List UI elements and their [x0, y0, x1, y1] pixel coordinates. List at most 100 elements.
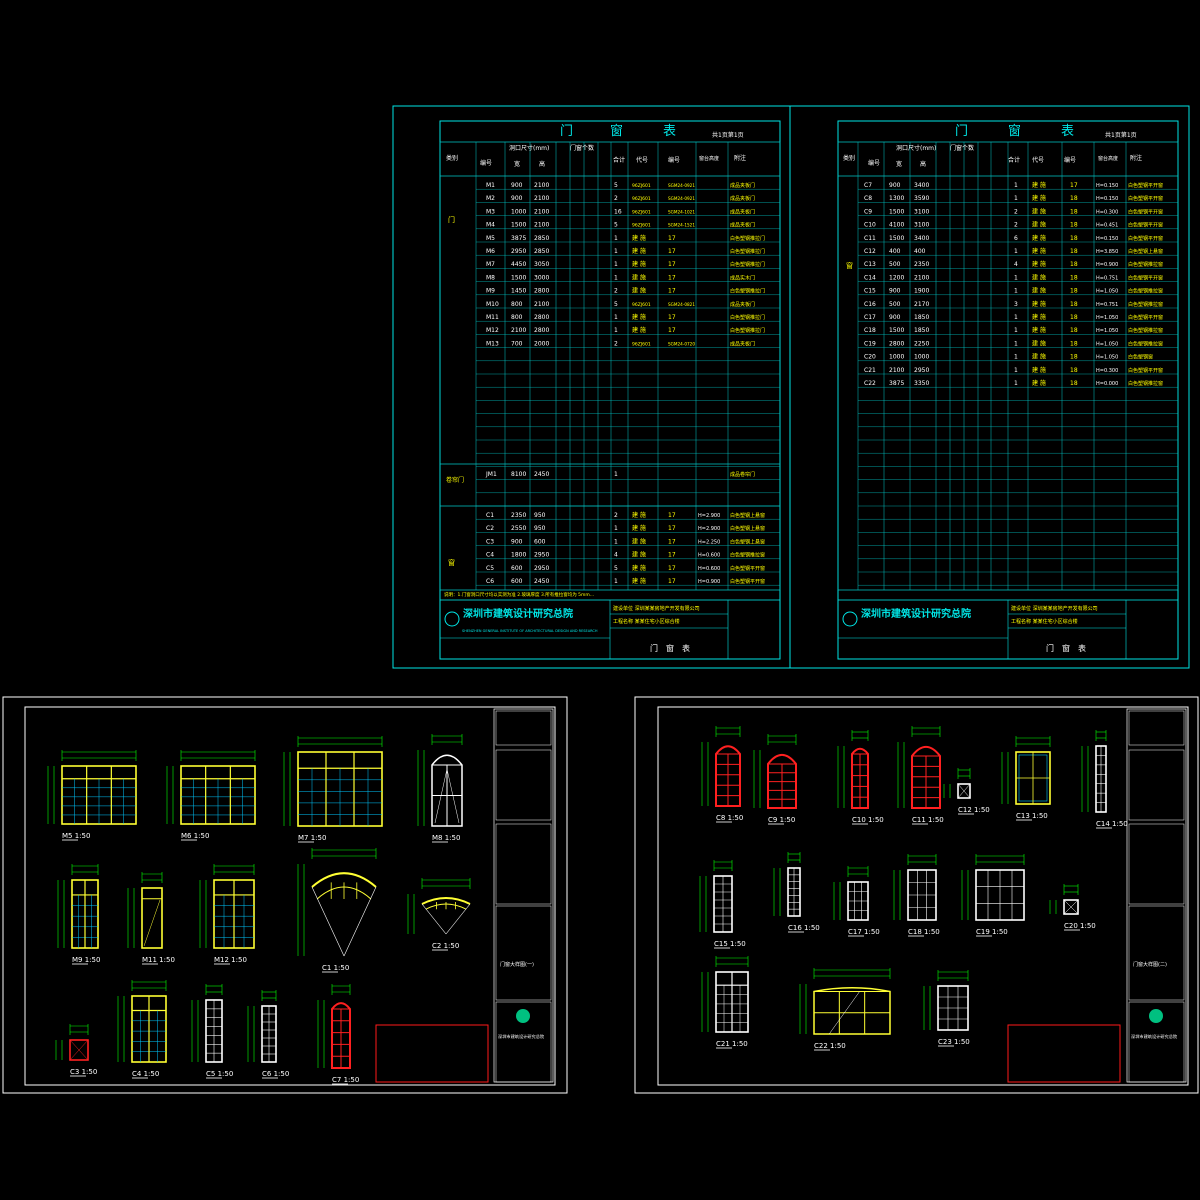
cell-sill: H=0.150 — [1096, 236, 1118, 242]
cell-total: 2 — [1014, 222, 1018, 229]
cell-note: 白色塑钢推拉门 — [730, 248, 765, 255]
cell-width: 1500 — [511, 274, 526, 281]
cell-note: 白色塑钢推拉窗 — [1128, 327, 1163, 334]
elevation-c18: C18 1:50 — [893, 854, 940, 937]
cell-total: 1 — [1014, 314, 1018, 321]
cell-note: 白色塑钢上悬窗 — [730, 512, 765, 519]
elevation-c5: C5 1:50 — [191, 984, 233, 1079]
elevation-c2: C2 1:50 — [407, 878, 471, 951]
elevation-c14: C14 1:50 — [1081, 730, 1128, 829]
cell-note: 白色塑钢平开窗 — [730, 565, 765, 572]
cell-serial: SGM24-0921 — [668, 196, 695, 201]
cell-note: 白色塑钢推拉门 — [730, 261, 765, 268]
cell-height: 2950 — [534, 552, 549, 559]
cell-height: 2950 — [534, 565, 549, 572]
cell-total: 1 — [1014, 327, 1018, 334]
cell-total: 1 — [1014, 380, 1018, 387]
header-category: 类别 — [446, 154, 458, 162]
cell-total: 1 — [614, 274, 618, 281]
elevation-label: C9 1:50 — [768, 816, 795, 824]
company-logo-icon — [1149, 1009, 1163, 1023]
group-label-door: 门 — [448, 215, 455, 224]
cell-note: 白色塑钢平开窗 — [1128, 314, 1163, 321]
cell-total: 4 — [1014, 261, 1018, 268]
header-total: 合计 — [1008, 156, 1020, 164]
cell-height: 2100 — [534, 182, 549, 189]
cell-total: 1 — [1014, 195, 1018, 202]
cell-sill: H=0.600 — [698, 553, 720, 559]
cell-note: 成品夹板门 — [730, 182, 755, 189]
cell-serial: SGM24-0720 — [668, 341, 695, 346]
cell-width: 500 — [889, 301, 901, 308]
cell-height: 3350 — [914, 380, 929, 387]
cell-width: 3875 — [511, 235, 526, 242]
cell-height: 2100 — [534, 208, 549, 215]
cell-width: 1300 — [889, 195, 904, 202]
elevation-c22: C22 1:50 — [799, 968, 891, 1051]
cell-ref: 96ZJ601 — [632, 196, 651, 202]
cell-code: C20 — [864, 354, 876, 361]
cell-note: 白色塑钢平开窗 — [1128, 235, 1163, 242]
cell-serial: 18 — [1070, 208, 1078, 215]
schedule1-client: 建设单位 深圳某某房地产开发有限公司 — [613, 605, 700, 612]
cell-total: 2 — [1014, 208, 1018, 215]
cell-width: 1450 — [511, 288, 526, 295]
cell-total: 1 — [614, 248, 618, 255]
cell-serial: 18 — [1070, 367, 1078, 374]
cell-ref: 建 施 — [632, 537, 646, 545]
cell-note: 白色塑钢平开窗 — [1128, 195, 1163, 202]
detail2-inner-frame — [657, 706, 1189, 1086]
cell-sill: H=1.050 — [1096, 328, 1118, 334]
cell-total: 1 — [614, 538, 618, 545]
cell-sill: H=0.600 — [698, 566, 720, 572]
header-code-ref: 代号 — [636, 156, 648, 164]
cell-sill: H=2.250 — [698, 539, 720, 545]
elevation-label: C6 1:50 — [262, 1070, 289, 1078]
cell-width: 900 — [889, 288, 901, 295]
cell-serial: SGM24-1521 — [668, 223, 695, 228]
cell-ref: 建 施 — [632, 577, 646, 585]
cell-ref: 建 施 — [1032, 260, 1046, 268]
cell-code: M10 — [486, 301, 499, 308]
cell-note: 白色塑钢推拉窗 — [1128, 301, 1163, 308]
schedule2-headers: 类别 编号 洞口尺寸(mm) 宽 高 门窗个数 合计 代号 编号 窗台高度 附注 — [843, 144, 1142, 168]
cell-height: 2450 — [534, 471, 549, 478]
cell-serial: 18 — [1070, 261, 1078, 268]
detail1-drawing-name: 门窗大样图(一) — [500, 961, 534, 968]
cell-note: 白色塑钢推拉门 — [730, 314, 765, 321]
elevation-c9: C9 1:50 — [753, 734, 797, 825]
cell-ref: 建 施 — [1032, 234, 1046, 242]
cell-ref: 建 施 — [632, 326, 646, 334]
elevation-c21: C21 1:50 — [701, 956, 749, 1049]
schedule1-headers: 类别 编号 洞口尺寸(mm) 宽 高 门窗个数 合计 代号 编号 窗台高度 附注 — [446, 144, 746, 168]
cell-sill: H=1.050 — [1096, 315, 1118, 321]
elevation-label: C17 1:50 — [848, 928, 880, 936]
cell-serial: SGM24-1021 — [668, 209, 695, 214]
cell-total: 1 — [1014, 340, 1018, 347]
elevation-label: M8 1:50 — [432, 834, 460, 842]
cell-note: 白色塑钢平开窗 — [1128, 182, 1163, 189]
elevation-label: C12 1:50 — [958, 806, 990, 814]
cell-ref: 96ZJ601 — [632, 209, 651, 215]
cell-width: 600 — [511, 565, 523, 572]
cell-total: 1 — [614, 261, 618, 268]
cell-ref: 建 施 — [1032, 194, 1046, 202]
cell-code: C19 — [864, 340, 876, 347]
cell-code: C13 — [864, 261, 876, 268]
cell-height: 1850 — [914, 314, 929, 321]
cell-total: 16 — [614, 208, 622, 215]
cell-total: 1 — [614, 327, 618, 334]
cell-code: M5 — [486, 235, 495, 242]
cell-serial: 18 — [1070, 340, 1078, 347]
